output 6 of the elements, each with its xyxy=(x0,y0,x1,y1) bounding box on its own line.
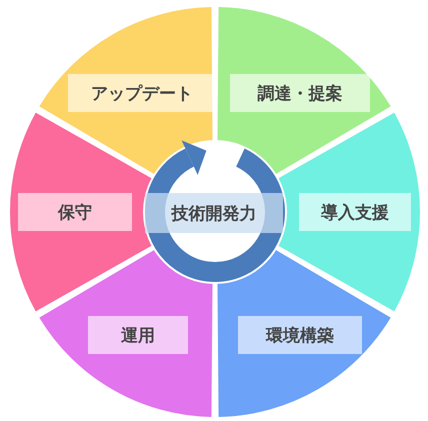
segment-label: 導入支援 xyxy=(299,193,411,231)
segment-label: 運用 xyxy=(88,316,188,354)
segment-label: 調達・提案 xyxy=(230,74,370,112)
segment-label: 環境構築 xyxy=(238,316,362,354)
segment-label: 保守 xyxy=(18,193,132,231)
segment-label: 技術開発力 xyxy=(145,193,283,233)
